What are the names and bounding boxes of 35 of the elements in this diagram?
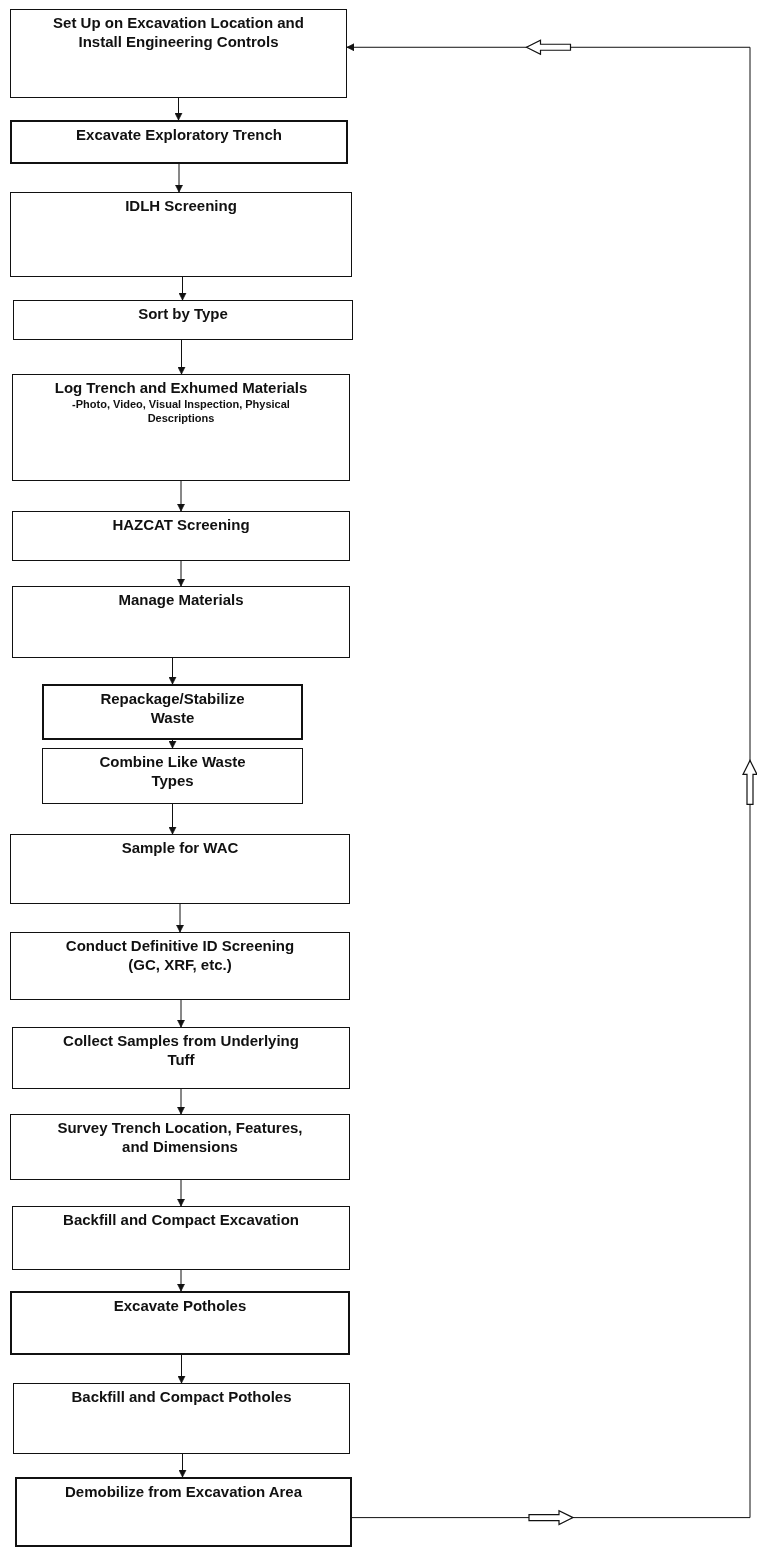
step-title: Log Trench and Exhumed Materials [54, 378, 308, 397]
process-box [12, 586, 350, 658]
step-title: Sample for WAC [121, 838, 239, 857]
process-box [13, 300, 353, 340]
process-box [10, 932, 350, 1000]
process-box [13, 1383, 350, 1454]
process-box [10, 834, 350, 904]
process-box [15, 1477, 352, 1547]
step-note: -Photo, Video, Visual Inspection, Physical Descriptions [71, 397, 291, 425]
step-title: Manage Materials [118, 590, 244, 609]
step-title: Repackage/Stabilize Waste [99, 689, 246, 727]
step-title: Collect Samples from Underlying Tuff [62, 1031, 300, 1069]
step-title: Conduct Definitive ID Screening (GC, XRF, etc.) [64, 936, 296, 974]
process-box [10, 192, 352, 277]
process-box [10, 1291, 350, 1355]
process-box [10, 1114, 350, 1180]
process-box [12, 374, 350, 481]
step-title: Combine Like Waste Types [98, 752, 247, 790]
step-title: Survey Trench Location, Features, and Dimensions [56, 1118, 304, 1156]
process-box [42, 684, 303, 740]
step-title: Backfill and Compact Excavation [63, 1210, 299, 1229]
process-box [42, 748, 303, 804]
step-title: Excavate Potholes [113, 1296, 247, 1315]
process-box [12, 1206, 350, 1270]
step-title: Excavate Exploratory Trench [76, 125, 282, 144]
step-title: IDLH Screening [125, 196, 237, 215]
process-box [10, 120, 348, 164]
step-title: HAZCAT Screening [112, 515, 250, 534]
step-title: Sort by Type [138, 304, 228, 323]
process-box [10, 9, 347, 98]
process-box [12, 511, 350, 561]
step-title: Set Up on Excavation Location and Install Engineering Controls [52, 13, 305, 51]
step-title: Demobilize from Excavation Area [65, 1482, 302, 1501]
process-box [12, 1027, 350, 1089]
step-title: Backfill and Compact Potholes [71, 1387, 292, 1406]
